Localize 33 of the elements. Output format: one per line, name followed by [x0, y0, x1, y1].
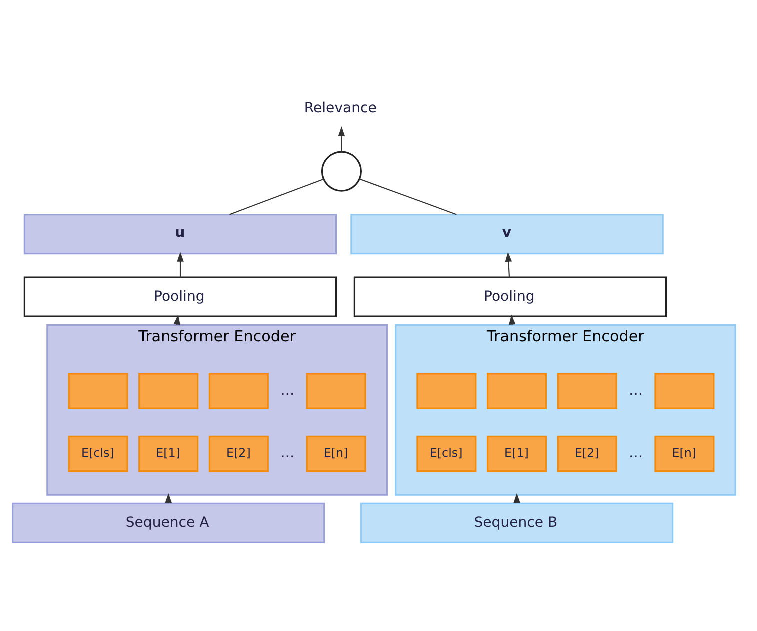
- node-box: [306, 372, 366, 409]
- node-box: [557, 372, 618, 409]
- connector: [230, 178, 324, 215]
- node-box: v: [350, 214, 664, 254]
- arrow: [338, 126, 346, 152]
- node-box: [654, 372, 715, 409]
- node-box: E[n]: [654, 435, 715, 472]
- node-box: E[2]: [208, 435, 269, 472]
- node-box: Pooling: [24, 276, 338, 317]
- node-box: [138, 372, 199, 409]
- node-box: E[cls]: [68, 435, 128, 472]
- node-box: Pooling: [354, 276, 668, 317]
- node-box: [416, 372, 477, 409]
- connector: [360, 178, 457, 215]
- node-box: [486, 372, 548, 409]
- node-box: E[n]: [306, 435, 366, 472]
- arrow: [165, 492, 172, 503]
- node-box: E[1]: [138, 435, 199, 472]
- node-box: [68, 372, 128, 409]
- arrow: [514, 492, 520, 503]
- label: …: [628, 382, 644, 398]
- node-box: [208, 372, 269, 409]
- node-box: E[cls]: [416, 435, 477, 472]
- node-text: Relevance: [304, 100, 377, 116]
- node-circle: [321, 150, 362, 192]
- node-box: u: [24, 214, 338, 254]
- arrow: [177, 252, 184, 277]
- node-box: E[2]: [557, 435, 618, 472]
- label: …: [628, 445, 644, 462]
- node-box: E[1]: [486, 435, 548, 472]
- label: …: [280, 445, 295, 462]
- arrow: [505, 252, 512, 277]
- label: …: [280, 382, 295, 398]
